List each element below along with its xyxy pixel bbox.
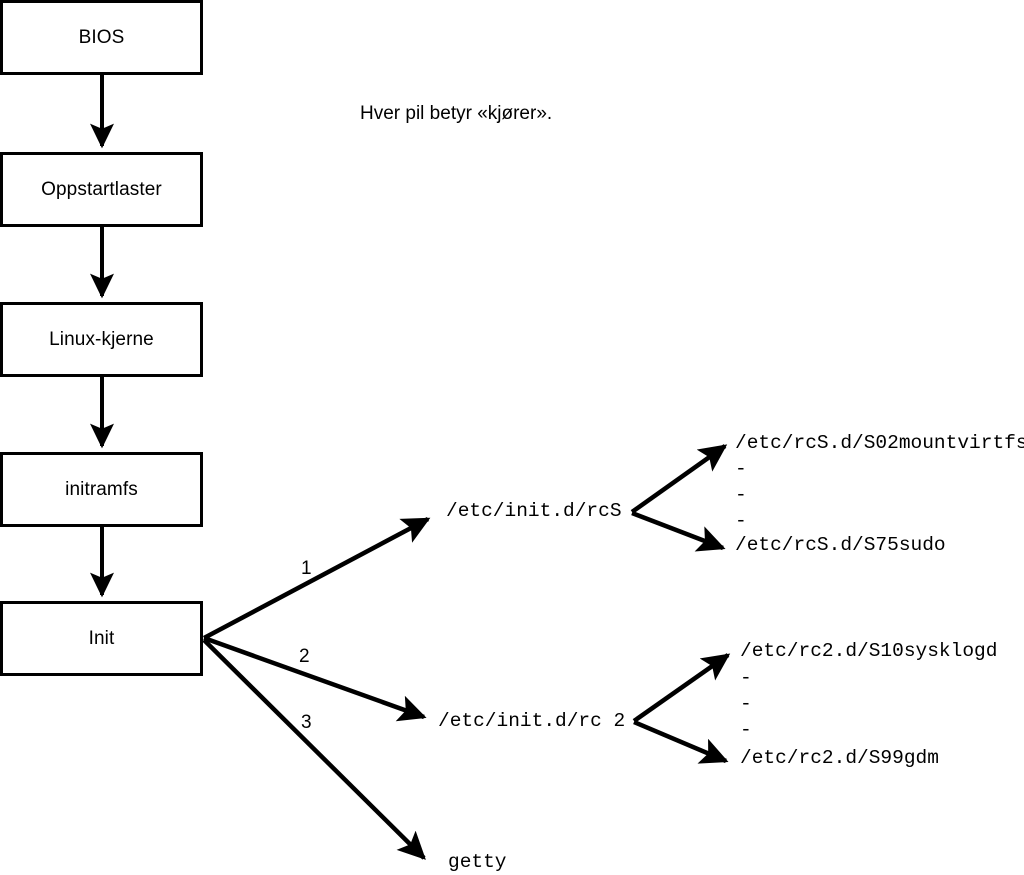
edge-number-1: 1 xyxy=(301,558,312,579)
branch-arrow-init-to-getty xyxy=(202,638,426,860)
label-rc2-first-script: /etc/rc2.d/S10sysklogd xyxy=(740,640,998,662)
node-initramfs-label: initramfs xyxy=(65,478,138,500)
label-rc2-ellipsis-1: - xyxy=(740,667,752,689)
label-getty: getty xyxy=(448,851,507,873)
label-rcS-ellipsis-2: - xyxy=(735,484,747,506)
branch-arrow-rcS-to-last-script xyxy=(631,510,726,552)
node-bios: BIOS xyxy=(0,0,203,75)
label-init-d-rc-2: /etc/init.d/rc 2 xyxy=(438,710,626,732)
node-initramfs: initramfs xyxy=(0,452,203,527)
diagram-caption: Hver pil betyr «kjører». xyxy=(360,103,553,124)
node-init: Init xyxy=(0,601,203,676)
label-rc2-ellipsis-3: - xyxy=(740,719,752,741)
node-bootloader-label: Oppstartlaster xyxy=(41,178,162,200)
label-rcS-ellipsis-3: - xyxy=(735,510,747,532)
label-rcS-ellipsis-1: - xyxy=(735,458,747,480)
branch-arrow-rc2-to-first-script xyxy=(632,653,731,723)
node-bootloader: Oppstartlaster xyxy=(0,152,203,227)
label-rc2-ellipsis-2: - xyxy=(740,693,752,715)
branch-arrow-init-to-rcS xyxy=(202,517,431,640)
label-rc2-last-script: /etc/rc2.d/S99gdm xyxy=(740,747,939,769)
node-linux-kernel-label: Linux-kjerne xyxy=(49,328,154,350)
node-bios-label: BIOS xyxy=(78,26,125,48)
node-init-label: Init xyxy=(88,627,115,649)
edge-number-3: 3 xyxy=(301,712,312,733)
branch-arrow-rc2-to-last-script xyxy=(633,719,729,764)
branch-arrow-init-to-rc2 xyxy=(203,635,427,722)
node-linux-kernel: Linux-kjerne xyxy=(0,302,203,377)
label-rcS-last-script: /etc/rcS.d/S75sudo xyxy=(735,534,946,556)
branch-arrow-rcS-to-first-script xyxy=(630,444,728,514)
edge-number-2: 2 xyxy=(299,646,310,667)
label-init-d-rcS: /etc/init.d/rcS xyxy=(446,500,622,522)
label-rcS-first-script: /etc/rcS.d/S02mountvirtfs xyxy=(735,432,1024,454)
